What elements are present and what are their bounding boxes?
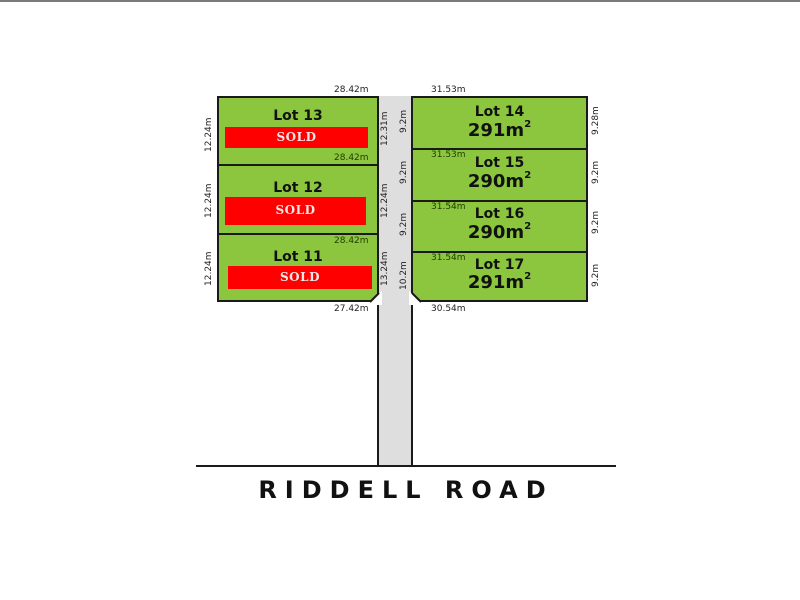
dim-lot17-left: 10.2m (399, 261, 409, 290)
sold-badge: SOLD (225, 127, 368, 148)
sold-badge: SOLD (225, 197, 366, 225)
lot-title: Lot 13 (273, 108, 323, 124)
dim-lot16-left: 9.2m (399, 212, 409, 236)
dim-lot17-right: 9.2m (591, 263, 601, 287)
dim-lot13-right: 12.31m (380, 111, 390, 146)
dim-lot17-top: 31.54m (431, 253, 466, 263)
chamfer-lot-11 (368, 291, 382, 305)
lot-title: Lot 17 (474, 257, 525, 273)
lot-area-value: 290m (467, 171, 525, 192)
lot-title: Lot 12 (273, 180, 323, 196)
lot-area-value: 291m (467, 120, 525, 141)
lot-12[interactable]: Lot 12 SOLD (217, 164, 379, 235)
sold-badge: SOLD (228, 266, 372, 289)
lot-14[interactable]: Lot 14 291m2 (411, 96, 588, 150)
lot-area: 290m2 (413, 170, 586, 192)
lot-title: Lot 11 (273, 249, 323, 265)
lot-area: 291m2 (413, 271, 586, 293)
lot-area: 290m2 (413, 221, 586, 243)
dim-lot12-bottom: 28.42m (334, 236, 369, 246)
dim-lot15-top: 31.53m (431, 150, 466, 160)
dim-lot16-right: 9.2m (591, 210, 601, 234)
dim-lot14-top: 31.53m (431, 85, 466, 95)
dim-lot14-right: 9.28m (591, 106, 601, 135)
lot-area: 291m2 (413, 119, 586, 141)
lot-area-sup: 2 (524, 221, 532, 232)
lot-area-value: 291m (467, 272, 525, 293)
dim-lot13-bottom: 28.42m (334, 153, 369, 163)
lot-title: Lot 14 (474, 104, 525, 120)
top-border (0, 0, 800, 2)
lot-area-sup: 2 (524, 271, 532, 282)
dim-lot16-top: 31.54m (431, 202, 466, 212)
lot-area-value: 290m (467, 222, 525, 243)
lot-16[interactable]: Lot 16 290m2 (411, 200, 588, 253)
road-boundary-line (196, 465, 616, 467)
dim-lot14-left: 9.2m (399, 109, 409, 133)
dim-lot12-left: 12.24m (204, 183, 214, 218)
lot-11[interactable]: Lot 11 SOLD (217, 233, 379, 302)
dim-lot15-right: 9.2m (591, 160, 601, 184)
lot-area-sup: 2 (524, 119, 532, 130)
dim-lot12-right: 12.24m (380, 183, 390, 218)
dim-lot13-left: 12.24m (204, 117, 214, 152)
lot-17[interactable]: Lot 17 291m2 (411, 251, 588, 302)
dim-lot13-top: 28.42m (334, 85, 369, 95)
dim-lot15-left: 9.2m (399, 160, 409, 184)
road-name: RIDDELL ROAD (258, 476, 554, 504)
lot-title: Lot 16 (474, 206, 525, 222)
dim-lot11-left: 12.24m (204, 251, 214, 286)
dim-lot11-bottom: 27.42m (334, 304, 369, 314)
chamfer-lot-17 (409, 291, 423, 305)
lot-area-sup: 2 (524, 170, 532, 181)
dim-lot11-right: 13.24m (380, 251, 390, 286)
lot-title: Lot 15 (474, 155, 525, 171)
dim-lot17-bottom: 30.54m (431, 304, 466, 314)
lot-13[interactable]: Lot 13 SOLD (217, 96, 379, 166)
